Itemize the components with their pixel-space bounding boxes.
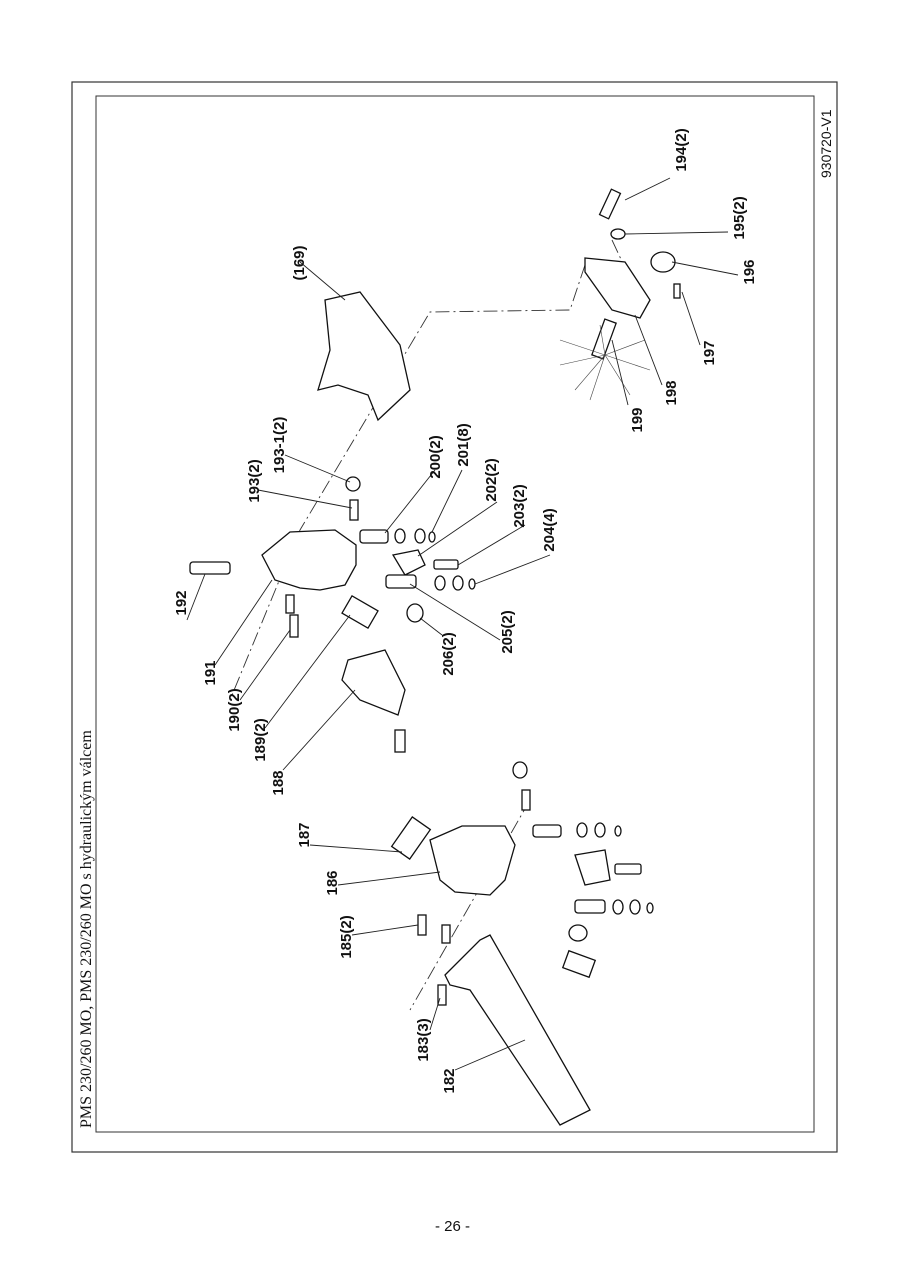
label-200: 200(2): [427, 435, 444, 478]
label-195: 195(2): [731, 196, 748, 239]
label-203: 203(2): [511, 484, 528, 527]
label-182: 182: [441, 1068, 458, 1093]
label-192: 192: [173, 590, 190, 615]
label-198: 198: [663, 380, 680, 405]
label-205: 205(2): [499, 610, 516, 653]
label-183: 183(3): [415, 1018, 432, 1061]
block-assembly-upper: [189, 476, 476, 753]
label-169: (169): [291, 245, 308, 280]
inner-frame: [95, 95, 815, 1133]
block-assembly-lower: [390, 761, 654, 1126]
label-190: 190(2): [226, 688, 243, 731]
label-186: 186: [324, 870, 341, 895]
label-189: 189(2): [252, 718, 269, 761]
label-185: 185(2): [338, 915, 355, 958]
document-title: PMS 230/260 MO, PMS 230/260 MO s hydraul…: [78, 730, 95, 1128]
drawing-code: 930720-V1: [818, 109, 834, 178]
label-197: 197: [701, 340, 718, 365]
label-187: 187: [296, 822, 313, 847]
label-204: 204(4): [541, 508, 558, 551]
label-196: 196: [741, 259, 758, 284]
label-199: 199: [629, 407, 646, 432]
bracket-assembly-upper: [559, 188, 681, 401]
page-number: - 26 -: [434, 1218, 470, 1235]
part-labels: 194(2) 195(2) 196 197 198 199 (169) 193-…: [173, 128, 758, 1093]
part-169: [317, 291, 411, 422]
leader-lines: [186, 177, 739, 1071]
label-194: 194(2): [673, 128, 690, 171]
label-191: 191: [202, 660, 219, 685]
label-201: 201(8): [455, 423, 472, 466]
outer-frame: [71, 81, 838, 1153]
label-206: 206(2): [440, 632, 457, 675]
label-193: 193(2): [246, 459, 263, 502]
label-188: 188: [270, 770, 287, 795]
label-202: 202(2): [483, 458, 500, 501]
label-193-1: 193-1(2): [271, 417, 288, 474]
